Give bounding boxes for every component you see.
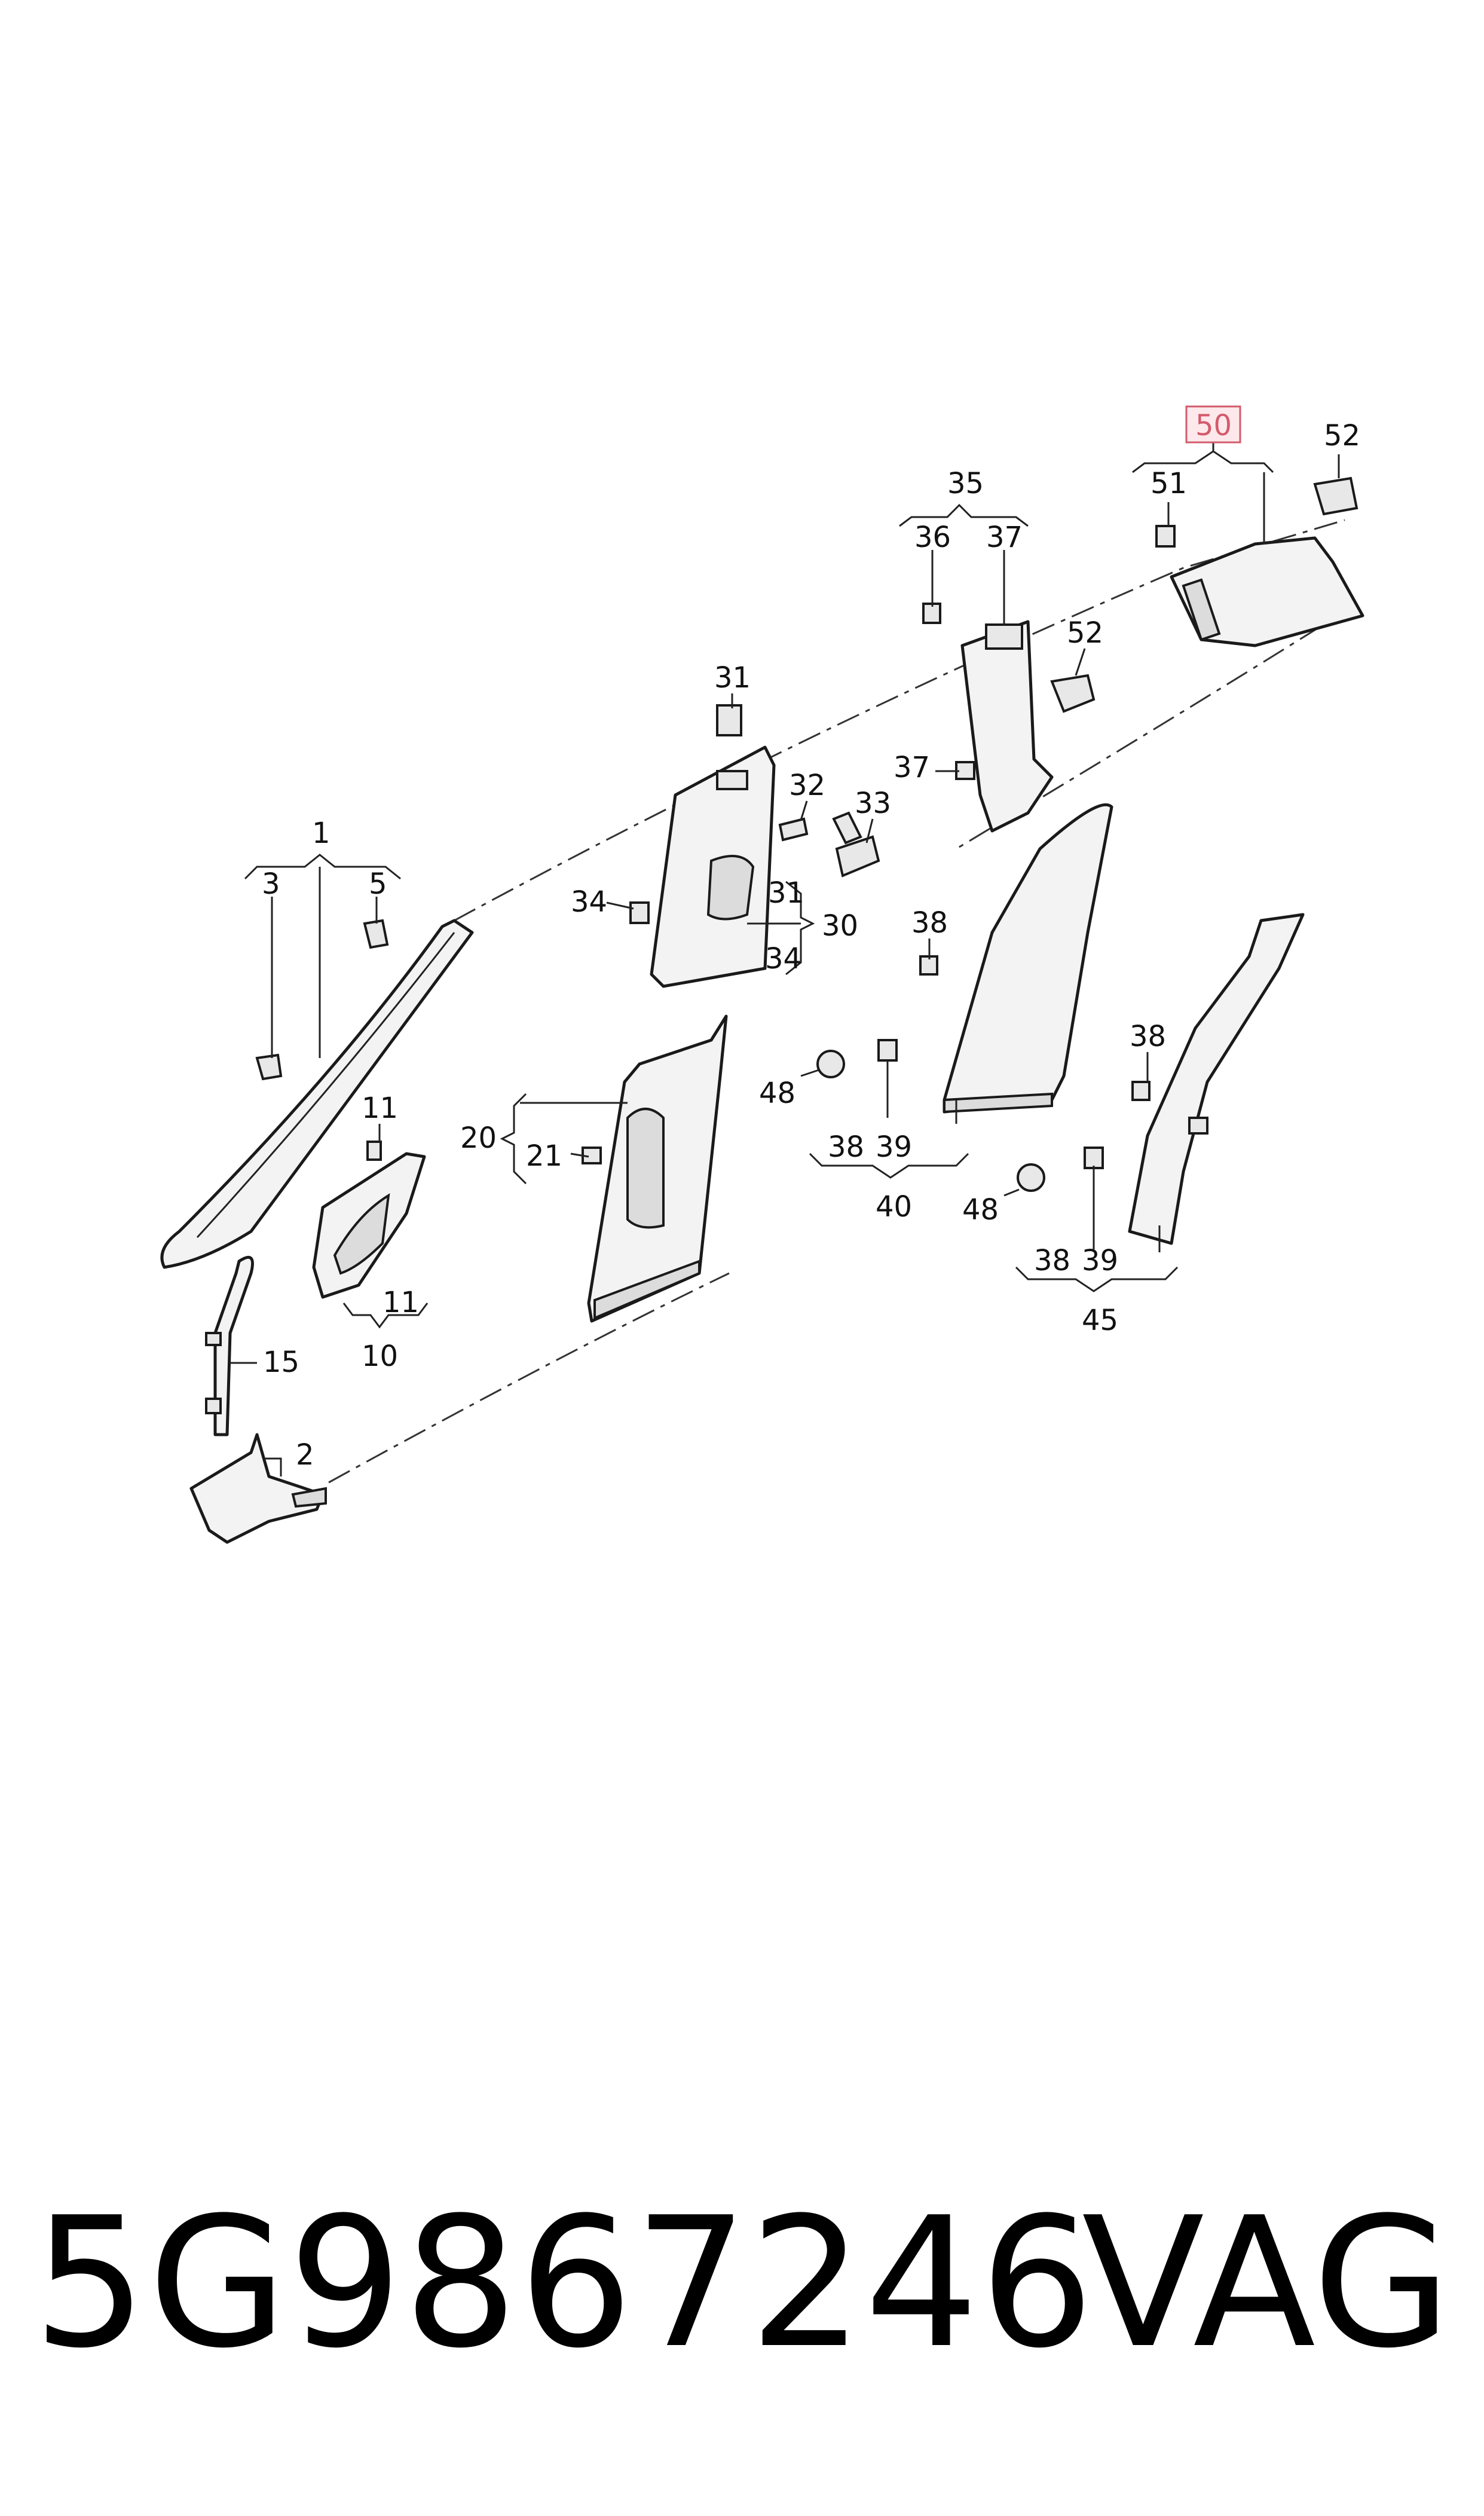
clip-38-upper xyxy=(919,955,938,976)
callout-36: 36 xyxy=(914,521,951,554)
airbag-badge-33 xyxy=(832,811,880,878)
callout-20: 20 xyxy=(460,1121,497,1155)
callout-2: 2 xyxy=(296,1438,314,1472)
body-outline-sill xyxy=(328,1272,730,1484)
grommet-48-upper xyxy=(816,1050,845,1078)
callout-32: 32 xyxy=(789,769,825,802)
sill-end-trim xyxy=(189,1433,327,1544)
part-number: 5G9867246 xyxy=(33,2179,1096,2387)
callout-51: 51 xyxy=(1151,467,1187,500)
callout-34-clip: 34 xyxy=(571,885,607,919)
clip-39-upper xyxy=(877,1039,898,1062)
bracket-15 xyxy=(205,1255,254,1436)
callout-39-group40: 39 xyxy=(876,1130,912,1164)
clip-34 xyxy=(629,901,650,924)
clip-39-lower xyxy=(1084,1147,1104,1169)
callout-1: 1 xyxy=(312,817,331,850)
clip-3 xyxy=(255,1053,283,1081)
callout-30: 30 xyxy=(822,909,858,943)
a-pillar-trim xyxy=(160,919,474,1269)
callout-50-highlight xyxy=(1185,405,1241,444)
callout-37-side: 37 xyxy=(894,751,930,784)
clip-5 xyxy=(363,919,389,949)
callout-40: 40 xyxy=(876,1190,912,1224)
callout-11-clip: 11 xyxy=(362,1092,398,1125)
lower-b-pillar-trim-20 xyxy=(587,1014,728,1323)
callout-3: 3 xyxy=(262,867,280,901)
clip-38-lower xyxy=(1131,1081,1151,1101)
callout-11-trim: 11 xyxy=(383,1286,419,1319)
handle-trim-10 xyxy=(312,1152,426,1299)
callout-35: 35 xyxy=(947,467,984,500)
leader-lines xyxy=(230,439,1340,1476)
screw-32 xyxy=(778,817,809,842)
callout-38-upper: 38 xyxy=(911,906,948,940)
clip-52-right xyxy=(1313,476,1358,516)
rear-roof-trim-50 xyxy=(1170,536,1364,647)
clip-31 xyxy=(716,704,742,736)
clip-11 xyxy=(366,1141,382,1161)
callout-31-trim: 31 xyxy=(768,876,804,910)
callout-labels: 1 3 5 11 11 10 15 2 20 21 31 32 33 34 31… xyxy=(262,409,1360,1472)
footer: 5G9867246 VAG xyxy=(0,2164,1484,2415)
callout-21: 21 xyxy=(526,1139,562,1173)
upper-b-pillar-trim-30 xyxy=(650,745,776,988)
callout-31-clip: 31 xyxy=(714,661,751,695)
callout-48-upper: 48 xyxy=(759,1077,795,1110)
c-pillar-lower-trim-40 xyxy=(943,803,1113,1114)
callout-52-left: 52 xyxy=(1067,616,1103,650)
callout-37-top: 37 xyxy=(986,521,1023,554)
clip-51 xyxy=(1155,525,1176,548)
callout-52-right: 52 xyxy=(1324,419,1360,453)
callout-33: 33 xyxy=(855,787,891,820)
d-pillar-trim-45 xyxy=(1128,913,1305,1245)
callout-50: 50 xyxy=(1195,409,1232,442)
clip-52-left xyxy=(1050,674,1096,713)
c-pillar-trim-35 xyxy=(960,620,1054,833)
callout-48-lower: 48 xyxy=(962,1193,999,1227)
brand-name: VAG xyxy=(1082,2179,1452,2387)
grommet-48-lower xyxy=(1017,1163,1045,1192)
callout-38-lower: 38 xyxy=(1130,1020,1166,1053)
callout-34-trim: 34 xyxy=(765,942,801,976)
callout-10: 10 xyxy=(362,1340,398,1373)
callout-45: 45 xyxy=(1082,1304,1118,1337)
callout-5: 5 xyxy=(369,867,387,901)
callout-38-group40: 38 xyxy=(828,1130,864,1164)
callout-15: 15 xyxy=(263,1346,299,1379)
callout-38-group45: 38 xyxy=(1034,1244,1070,1277)
callout-39-group45: 39 xyxy=(1082,1244,1118,1277)
